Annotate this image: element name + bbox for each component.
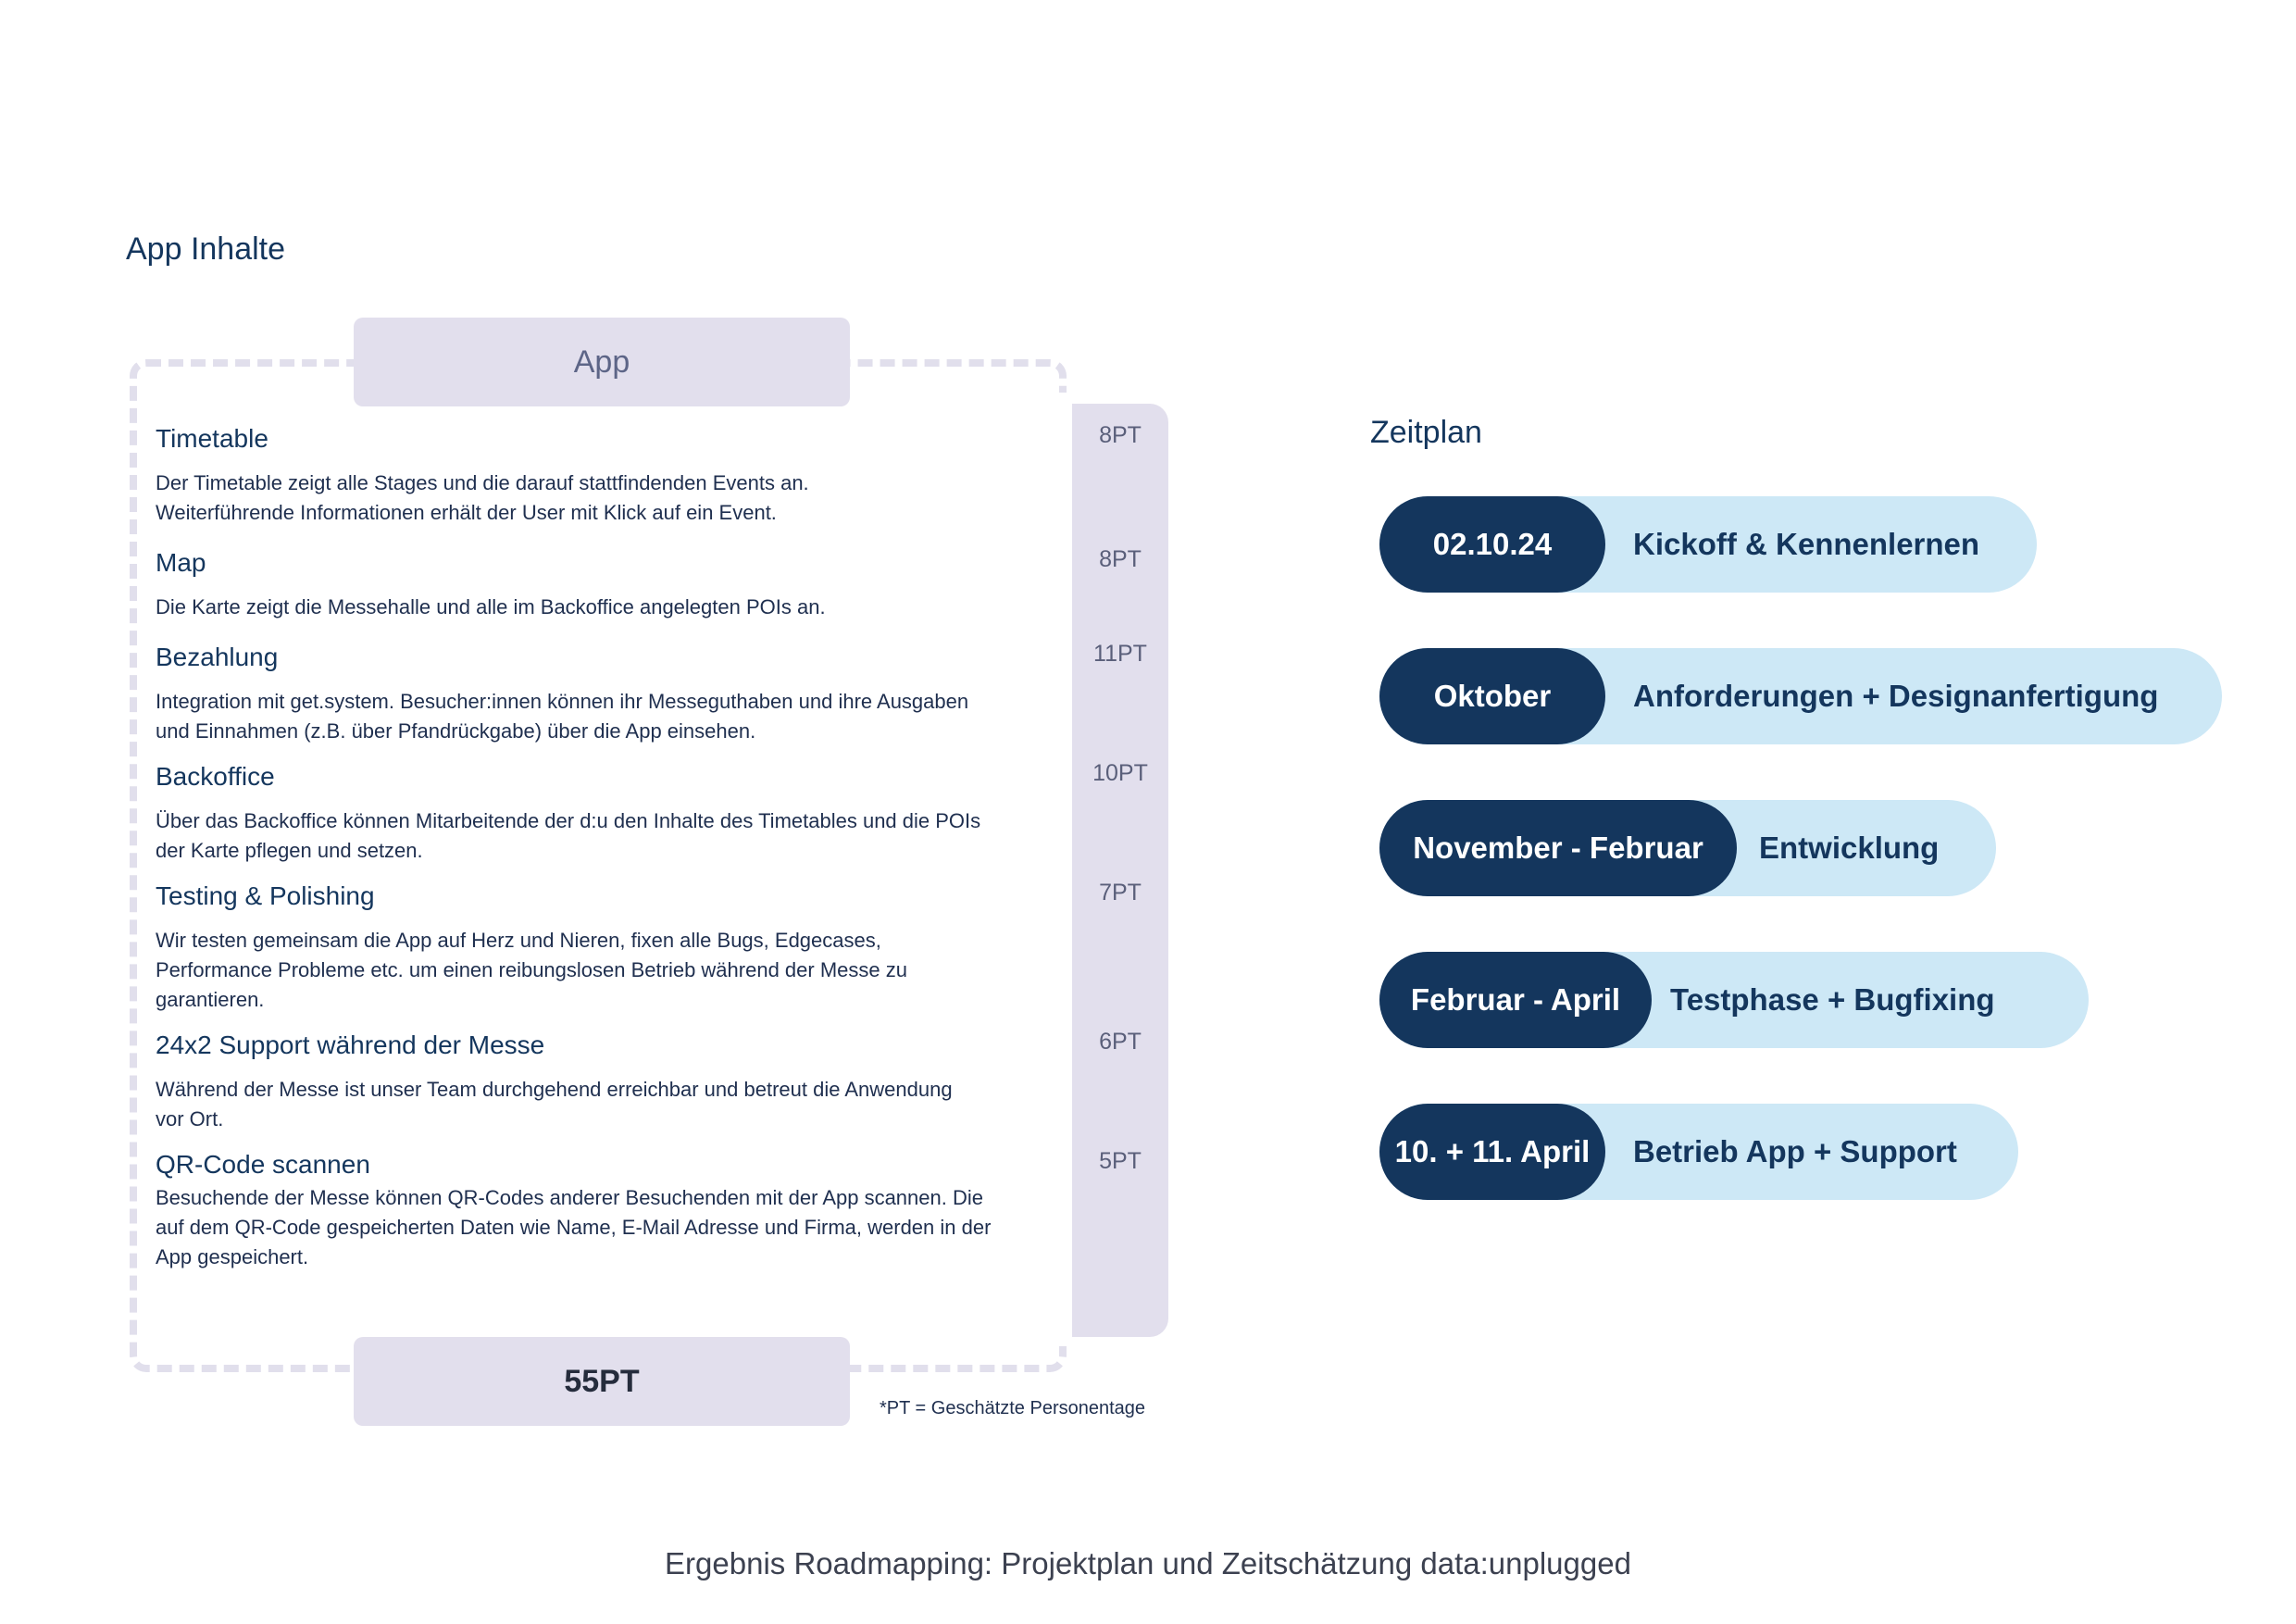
content-item-qr-code: QR-Code scannen Besuchende der Messe kön…	[156, 1148, 1054, 1272]
app-section-title: App Inhalte	[126, 231, 286, 267]
footnote: *PT = Geschätzte Personentage	[880, 1398, 1146, 1418]
pt-label-map: 8PT	[1099, 546, 1142, 572]
item-heading: Backoffice	[156, 762, 275, 791]
item-description: Besuchende der Messe können QR-Codes and…	[156, 1186, 992, 1268]
content-item-bezahlung: Bezahlung Integration mit get.system. Be…	[156, 641, 1054, 746]
item-description: Die Karte zeigt die Messehalle und alle …	[156, 595, 826, 618]
phase-label: Anforderungen + Designanfertigung	[1633, 679, 2159, 713]
pt-label-backoffice: 10PT	[1092, 760, 1148, 786]
item-heading: Testing & Polishing	[156, 881, 375, 910]
app-tab: App	[354, 318, 850, 406]
phase-label: Entwicklung	[1759, 831, 1940, 865]
phase-date: 02.10.24	[1379, 496, 1605, 593]
item-description: Integration mit get.system. Besucher:inn…	[156, 690, 969, 743]
item-description: Der Timetable zeigt alle Stages und die …	[156, 471, 809, 524]
content-item-timetable: Timetable Der Timetable zeigt alle Stage…	[156, 422, 1054, 528]
item-description: Während der Messe ist unser Team durchge…	[156, 1078, 953, 1131]
total-value: 55PT	[564, 1363, 640, 1399]
phase-pill-betrieb: 10. + 11. April Betrieb App + Support	[1379, 1104, 2018, 1200]
phase-label: Kickoff & Kennenlernen	[1633, 527, 1980, 561]
schedule-title: Zeitplan	[1370, 415, 1482, 450]
pt-label-support: 6PT	[1099, 1029, 1142, 1055]
phase-date: 10. + 11. April	[1379, 1104, 1605, 1200]
item-heading: Timetable	[156, 424, 268, 453]
phase-date: Oktober	[1379, 648, 1605, 744]
content-item-testing: Testing & Polishing Wir testen gemeinsam…	[156, 880, 1054, 1015]
pt-label-timetable: 8PT	[1099, 422, 1142, 448]
phase-date: November - Februar	[1379, 800, 1737, 896]
pt-label-bezahlung: 11PT	[1093, 641, 1147, 667]
phase-pill-testphase: Februar - April Testphase + Bugfixing	[1379, 952, 2089, 1048]
phase-date: Februar - April	[1379, 952, 1652, 1048]
content-item-backoffice: Backoffice Über das Backoffice können Mi…	[156, 760, 1054, 866]
app-tab-label: App	[573, 344, 630, 380]
item-heading: 24x2 Support während der Messe	[156, 1031, 545, 1059]
item-heading: Map	[156, 548, 206, 577]
content-item-support: 24x2 Support während der Messe Während d…	[156, 1029, 1054, 1134]
item-heading: QR-Code scannen	[156, 1150, 370, 1179]
page-caption: Ergebnis Roadmapping: Projektplan und Ze…	[665, 1546, 1631, 1580]
pt-column	[1072, 404, 1168, 1337]
content-item-map: Map Die Karte zeigt die Messehalle und a…	[156, 546, 1054, 622]
item-description: Wir testen gemeinsam die App auf Herz un…	[156, 929, 907, 1011]
phase-label: Testphase + Bugfixing	[1670, 982, 1995, 1017]
phase-pill-entwicklung: November - Februar Entwicklung	[1379, 800, 1996, 896]
item-description: Über das Backoffice können Mitarbeitende…	[156, 809, 981, 862]
phase-label: Betrieb App + Support	[1633, 1134, 1957, 1168]
item-heading: Bezahlung	[156, 643, 279, 671]
phase-pill-kickoff: 02.10.24 Kickoff & Kennenlernen	[1379, 496, 2037, 593]
total-tab: 55PT	[354, 1337, 850, 1426]
pt-label-qr-code: 5PT	[1099, 1148, 1142, 1174]
phase-pill-anforderungen: Oktober Anforderungen + Designanfertigun…	[1379, 648, 2222, 744]
pt-label-testing: 7PT	[1099, 880, 1142, 906]
